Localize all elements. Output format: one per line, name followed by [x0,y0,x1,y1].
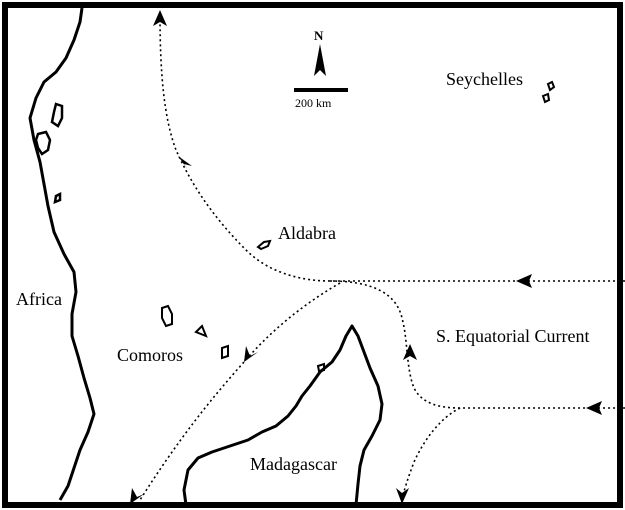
currents [139,13,625,501]
aldabra-island [256,239,272,251]
pemba-island [34,130,52,156]
arrow-northwest [178,156,192,170]
comoros-island-2 [194,324,208,338]
comoros-island-3 [221,344,229,360]
africa-coastline [28,7,96,501]
zanzibar-island [50,102,64,128]
upper-equatorial-loop [329,280,625,409]
north-arrow-icon [314,44,326,76]
north-current [159,13,625,282]
arrow-east-mad-exit [396,488,409,504]
seychelles-island-2 [541,92,551,104]
arrow-east-south [586,401,602,415]
east-madagascar-current [401,407,461,501]
seychelles-island-1 [546,80,556,92]
arrow-loop-up [403,344,417,360]
scale-distance-label: 200 km [295,96,332,110]
label-africa: Africa [16,289,62,309]
mozambique-channel-current [139,282,341,501]
label-aldabra: Aldabra [278,223,336,243]
mafia-island [53,191,62,204]
current-arrows [130,10,602,504]
madagascar-coastline [182,324,384,506]
north-label: N [314,28,324,43]
label-comoros: Comoros [117,345,184,365]
arrow-east-north [516,274,532,288]
label-seychelles: Seychelles [446,69,523,89]
arrow-channel-mid [244,346,258,362]
arrow-channel-exit [130,488,144,504]
arrow-top-exit [153,10,167,26]
nosy-be-island [316,362,325,373]
label-madagascar: Madagascar [250,454,337,474]
comoros-island-1 [161,304,173,328]
label-current: S. Equatorial Current [436,326,590,346]
